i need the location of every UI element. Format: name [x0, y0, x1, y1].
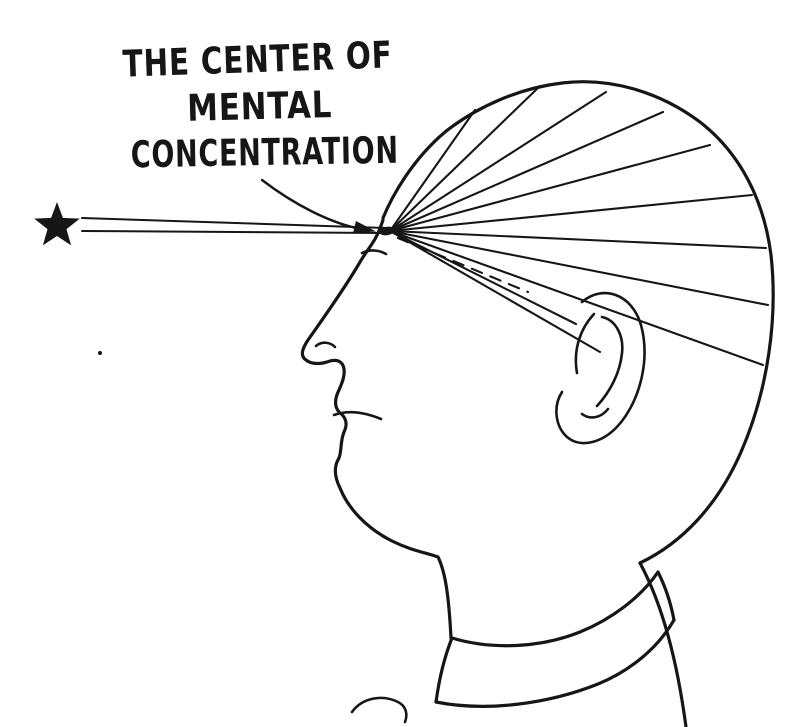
mouth-line	[332, 410, 383, 421]
skull-outline	[381, 80, 775, 565]
ray-10	[388, 229, 602, 354]
sight-beam	[81, 217, 388, 234]
ray-2	[388, 84, 542, 233]
caption-line-2: MENTAL	[187, 83, 333, 130]
ray-3	[388, 90, 608, 233]
collar	[350, 570, 676, 724]
ear	[555, 291, 646, 445]
head-profile	[300, 80, 775, 727]
ear-lobe-line	[580, 407, 610, 419]
ray-5	[388, 143, 712, 233]
ray-11	[388, 229, 578, 326]
beam-line-lower	[81, 230, 388, 234]
concentration-rays	[388, 84, 770, 367]
nostril-line	[314, 341, 337, 349]
ray-9	[388, 229, 765, 367]
ink-speck	[98, 351, 102, 355]
ray-8	[388, 229, 770, 307]
collar-top-edge	[450, 570, 660, 648]
caption: THE CENTER OF MENTAL CONCENTRATION	[122, 33, 399, 176]
ear-outer-line	[555, 291, 646, 445]
ray-4	[388, 110, 665, 233]
beam-line-upper	[81, 217, 388, 229]
shirt-knot-line	[350, 696, 408, 724]
collar-front-edge	[434, 636, 454, 704]
caption-line-3: CONCENTRATION	[130, 129, 399, 177]
ear-inner-line-2	[595, 315, 624, 408]
collar-bottom-edge	[434, 618, 676, 708]
face-profile-outline	[300, 218, 453, 640]
ray-6	[388, 193, 754, 233]
caption-line-1: THE CENTER OF	[122, 33, 393, 85]
ray-dashed	[396, 236, 530, 294]
star-icon	[34, 202, 80, 246]
collar-back-edge	[656, 570, 676, 622]
ray-7	[388, 229, 768, 250]
eye-line	[360, 249, 388, 256]
focal-point	[379, 226, 395, 236]
pointer-arrow-shaft	[260, 178, 358, 230]
ray-1	[388, 108, 477, 233]
